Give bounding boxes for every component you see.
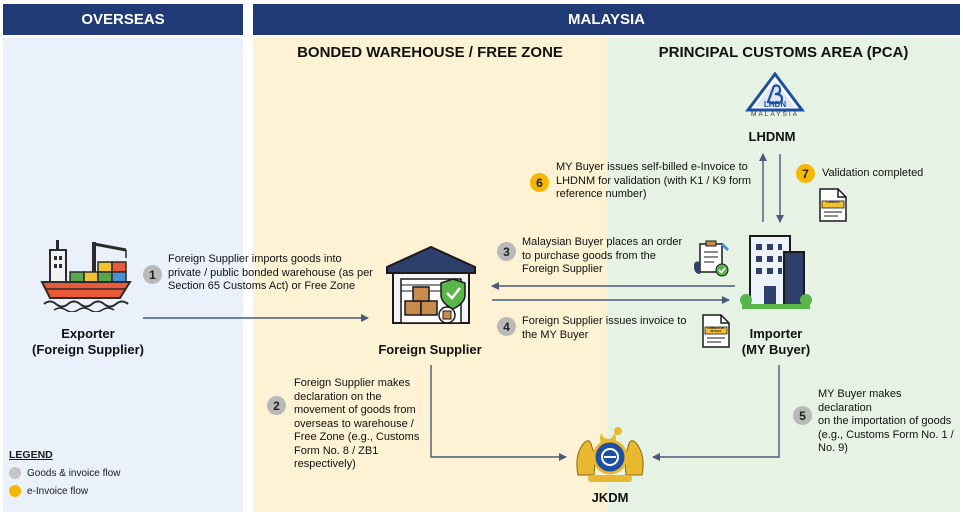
- step-1-text: Foreign Supplier imports goods into priv…: [168, 253, 418, 294]
- importer-label: Importer (MY Buyer): [706, 326, 846, 358]
- importer-label-line2: (MY Buyer): [741, 342, 811, 357]
- step-2-line: overseas to warehouse /: [294, 417, 414, 430]
- exporter-label-line2: (Foreign Supplier): [32, 342, 144, 357]
- arrow-step-5: [652, 365, 780, 461]
- step-5-badge: 5: [793, 406, 812, 425]
- step-6-line: reference number): [556, 188, 647, 200]
- jkdm-crest-logo: [576, 427, 644, 482]
- step-7-text: Validation completed: [822, 167, 952, 181]
- step-1-badge: 1: [143, 265, 162, 284]
- warehouse-icon: [386, 245, 476, 324]
- e-invoice-document-icon: [819, 188, 847, 222]
- step-5-line: (e.g., Customs Form No. 1 /: [818, 428, 954, 441]
- lhdn-logo: [745, 72, 805, 112]
- purchase-order-icon: [694, 240, 730, 277]
- step-6-text: MY Buyer issues self-billed e-Invoice to…: [556, 161, 761, 202]
- step-4-text: Foreign Supplier issues invoice to the M…: [522, 315, 702, 342]
- step-2-text: Foreign Supplier makes declaration on th…: [294, 377, 434, 472]
- exporter-label-line1: Exporter: [61, 326, 115, 341]
- step-6-badge: 6: [530, 173, 549, 192]
- step-5-line: on the importation of goods: [818, 415, 952, 427]
- step-6-line: MY Buyer issues self-billed e-Invoice to: [556, 161, 748, 173]
- einvoice-flow-swatch: [9, 485, 21, 497]
- legend: LEGEND Goods & invoice flow e-Invoice fl…: [9, 449, 120, 497]
- step-2-line: Form No. 8 / ZB1: [294, 444, 379, 457]
- step-2-line: Free Zone (e.g., Customs: [294, 431, 420, 443]
- step-2-line: respectively): [294, 458, 356, 470]
- arrow-step-2: [430, 365, 567, 461]
- step-2-badge: 2: [267, 396, 286, 415]
- overseas-banner: OVERSEAS: [3, 4, 243, 35]
- step-4-badge: 4: [497, 317, 516, 336]
- step-7-badge: 7: [796, 164, 815, 183]
- step-3-text: Malaysian Buyer places an order to purch…: [522, 236, 702, 277]
- step-5-text: MY Buyer makes declaration on the import…: [818, 388, 958, 456]
- pca-zone-title: PRINCIPAL CUSTOMS AREA (PCA): [658, 44, 909, 61]
- legend-einvoice-label: e-Invoice flow: [27, 485, 89, 497]
- jkdm-label: JKDM: [591, 490, 629, 505]
- step-2-line: declaration on the: [294, 390, 382, 403]
- step-3-badge: 3: [497, 242, 516, 261]
- goods-flow-swatch: [9, 467, 21, 479]
- step-4-line: the MY Buyer: [522, 328, 589, 341]
- step-6-line: LHDNM for validation (with K1 / K9 form: [556, 174, 752, 187]
- legend-title: LEGEND: [9, 449, 53, 461]
- e-invoice-doc-label: E-INVOICE: [826, 201, 840, 204]
- office-building-icon: [740, 235, 812, 309]
- lhdnm-label: LHDNM: [748, 129, 796, 144]
- step-5-line: MY Buyer makes declaration: [818, 388, 902, 414]
- cargo-ship-icon: [40, 240, 132, 312]
- importer-label-line1: Importer: [749, 326, 803, 341]
- malaysia-banner: MALAYSIA: [253, 4, 960, 35]
- step-3-line: Foreign Supplier: [522, 263, 603, 275]
- legend-item-einvoice: e-Invoice flow: [9, 485, 120, 497]
- step-1-line: Section 65 Customs Act) or Free Zone: [168, 280, 356, 292]
- step-7-line: Validation completed: [822, 167, 924, 179]
- step-4-line: Foreign Supplier issues invoice to: [522, 315, 687, 327]
- step-2-line: Foreign Supplier makes: [294, 377, 411, 389]
- lhdn-logo-subtext: MALAYSIA: [750, 111, 800, 118]
- legend-goods-label: Goods & invoice flow: [27, 467, 121, 479]
- bonded-zone-title: BONDED WAREHOUSE / FREE ZONE: [297, 44, 563, 61]
- commercial-invoice-icon: [702, 314, 730, 348]
- foreign-supplier-label: Foreign Supplier: [378, 342, 482, 357]
- exporter-label: Exporter (Foreign Supplier): [18, 326, 158, 358]
- step-1-line: Foreign Supplier imports goods into: [168, 253, 342, 265]
- step-5-line: No. 9): [818, 442, 848, 454]
- lhdn-logo-text: LHDN: [763, 100, 787, 109]
- step-1-line: private / public bonded warehouse (as pe…: [168, 266, 373, 279]
- step-3-line: to purchase goods from the: [522, 249, 656, 262]
- step-2-line: movement of goods from: [294, 404, 416, 416]
- commercial-invoice-doc-label: COMMERCIAL INVOICE: [707, 327, 725, 333]
- legend-item-goods: Goods & invoice flow: [9, 467, 120, 479]
- step-3-line: Malaysian Buyer places an order: [522, 236, 683, 248]
